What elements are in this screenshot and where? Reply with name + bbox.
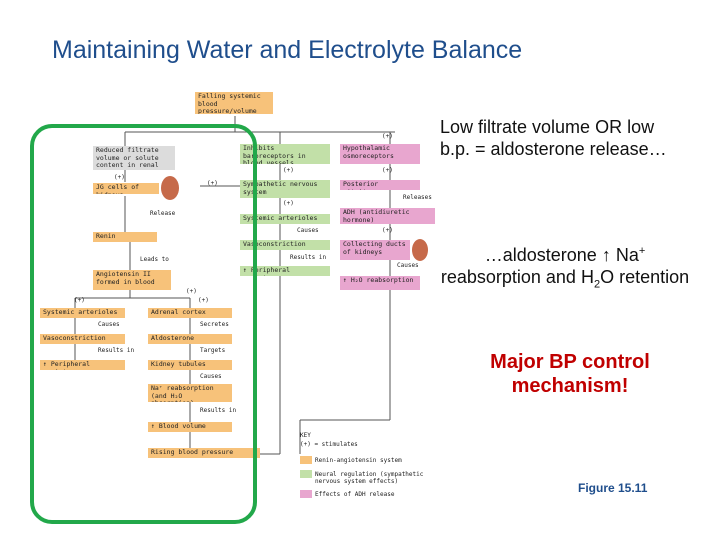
falling-bp-box: Falling systemic blood pressure/volume — [195, 92, 273, 114]
kidney-icon — [412, 239, 428, 261]
targets-label: Targets — [200, 347, 226, 354]
kidney-icon — [161, 176, 179, 200]
increase-arrow: ↑ — [343, 276, 347, 284]
note-major-bp: Major BP control mechanism! — [490, 351, 650, 397]
stimulates-label: (+) — [114, 174, 125, 181]
increase-arrow: ↑ — [151, 422, 155, 430]
figure-label: Figure 15.11 — [578, 481, 648, 495]
systemic-arterioles-mid-box: Systemic arterioles — [240, 214, 330, 224]
legend-adh: Effects of ADH release — [315, 491, 395, 498]
peripheral-resistance-mid-text: Peripheral resistance — [243, 266, 290, 276]
legend-swatch-adh — [300, 490, 312, 498]
note-aldosterone-b: Na — [610, 245, 639, 265]
angiotensin-box: Angiotensin II formed in blood — [93, 270, 171, 290]
peripheral-resistance-left-text: Peripheral resistance — [43, 360, 90, 370]
causes-label: Causes — [200, 373, 222, 380]
note-aldosterone-c: reabsorption and H — [440, 267, 594, 287]
systemic-arterioles-left-box: Systemic arterioles — [40, 308, 125, 318]
baroreceptors-box: Inhibits baroreceptors in blood vessels — [240, 144, 330, 164]
causes-label: Causes — [98, 321, 120, 328]
note-aldosterone-sup: + — [638, 245, 646, 257]
vasoconstriction-mid-box: Vasoconstriction — [240, 240, 330, 250]
stimulates-label: (+) — [186, 288, 197, 295]
na-reabsorption-box: Na⁺ reabsorption (and H₂O absorption) — [148, 384, 232, 402]
h2o-reabsorption-box: ↑ H₂O reabsorption — [340, 276, 420, 290]
legend-key: KEY — [300, 432, 311, 439]
increase-arrow: ↑ — [43, 360, 47, 368]
note-aldosterone-d: O retention — [600, 267, 690, 287]
h2o-reabsorption-text: H₂O reabsorption — [350, 276, 414, 284]
legend-neural: Neural regulation (sympathetic nervous s… — [315, 471, 424, 485]
stimulates-label: (+) — [283, 200, 294, 207]
legend-swatch-neural — [300, 470, 312, 478]
increase-arrow: ↑ — [243, 266, 247, 274]
note-low-filtrate: Low filtrate volume OR low b.p. = aldost… — [440, 117, 667, 159]
leads-to-label: Leads to — [140, 256, 169, 263]
blood-volume-box: ↑ Blood volume — [148, 422, 232, 432]
stimulates-label: (+) — [382, 227, 393, 234]
stimulates-label: (+) — [74, 297, 85, 304]
legend-swatch-raas — [300, 456, 312, 464]
note-aldosterone: …aldosterone ↑ Na+ reabsorption and H2O … — [440, 240, 690, 296]
vasoconstriction-left-box: Vasoconstriction — [40, 334, 125, 344]
renin-box: Renin — [93, 232, 157, 242]
legend-stimulates: (+) = stimulates — [300, 441, 358, 448]
note-aldosterone-sub: 2 — [593, 278, 601, 291]
stimulates-label: (+) — [382, 167, 393, 174]
posterior-pituitary-box: Posterior pituitary — [340, 180, 420, 190]
secretes-label: Secretes — [200, 321, 229, 328]
release-label: Release — [150, 210, 176, 217]
kidney-tubules-box: Kidney tubules — [148, 360, 232, 370]
reduced-filtrate-box: Reduced filtrate volume or solute conten… — [93, 146, 175, 170]
causes-label: Causes — [297, 227, 319, 234]
note-aldosterone-a: …aldosterone — [484, 245, 597, 265]
legend-raas: Renin-angiotensin system — [315, 457, 402, 464]
stimulates-label: (+) — [207, 180, 218, 187]
highlight-frame — [30, 124, 257, 524]
jg-cells-box: JG cells of kidneys — [93, 183, 159, 194]
adh-box: ADH (antidiuretic hormone) — [340, 208, 435, 224]
causes-label: Causes — [397, 262, 419, 269]
up-arrow-icon: ↑ — [601, 245, 611, 265]
peripheral-resistance-mid-box: ↑ Peripheral resistance — [240, 266, 330, 276]
stimulates-label: (+) — [382, 133, 393, 140]
hypothalamic-box: Hypothalamic osmoreceptors — [340, 144, 420, 164]
results-in-label: Results in — [200, 407, 237, 414]
collecting-ducts-box: Collecting ducts of kidneys — [340, 240, 410, 260]
peripheral-resistance-left-box: ↑ Peripheral resistance — [40, 360, 125, 370]
blood-volume-text: Blood volume — [158, 422, 206, 430]
results-in-label: Results in — [98, 347, 135, 354]
rising-bp-box: Rising blood pressure — [148, 448, 260, 458]
adrenal-cortex-box: Adrenal cortex — [148, 308, 232, 318]
aldosterone-box: Aldosterone — [148, 334, 232, 344]
results-in-label: Results in — [290, 254, 327, 261]
stimulates-label: (+) — [283, 167, 294, 174]
stimulates-label: (+) — [198, 297, 209, 304]
page-title: Maintaining Water and Electrolyte Balanc… — [52, 36, 523, 64]
releases-label: Releases — [403, 194, 432, 201]
